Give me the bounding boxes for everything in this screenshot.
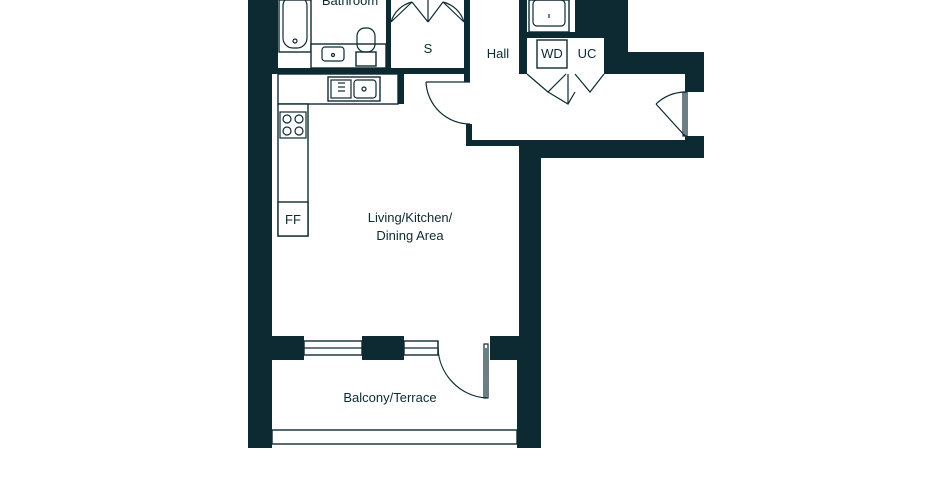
storage-doors <box>390 0 465 23</box>
bathtub <box>278 0 312 53</box>
wall-balcony-left <box>248 360 272 448</box>
wall-kitchen-stub <box>398 72 404 104</box>
wall-bathroom-left <box>248 0 278 74</box>
balcony-door <box>437 343 489 399</box>
wall-step-right <box>519 140 703 158</box>
toilet-cistern <box>355 51 377 67</box>
label-washer-dryer: WD <box>541 46 563 61</box>
kitchen-fixtures <box>277 73 399 237</box>
wall-storage-right <box>464 0 470 82</box>
wash-basin <box>321 46 345 62</box>
label-living-line2: Dining Area <box>376 228 444 243</box>
label-living-line1: Living/Kitchen/ <box>368 210 453 225</box>
wall-balcony-right-pier <box>490 336 540 360</box>
balcony-rail <box>271 429 518 445</box>
door-living <box>425 81 471 125</box>
utility-cupboard <box>526 39 605 105</box>
wall-utility-top <box>519 32 615 38</box>
walls <box>248 0 704 448</box>
label-utility-cupboard: UC <box>578 46 597 61</box>
label-balcony: Balcony/Terrace <box>343 390 436 405</box>
top-right-fixtures <box>528 0 570 33</box>
wall-hall-right-pier-low <box>685 136 704 158</box>
door-entrance <box>655 91 686 136</box>
room-labels: Bathroom S Hall WD UC FF Living/Kitchen/… <box>285 0 596 405</box>
hob <box>279 111 307 139</box>
fridge-freezer <box>277 201 309 237</box>
label-fridge-freezer: FF <box>285 212 301 227</box>
bathroom-fixtures <box>278 0 387 69</box>
wall-balcony-right <box>517 360 541 448</box>
wall-balcony-left-pier <box>248 336 304 360</box>
wall-bathroom-storage <box>386 0 391 72</box>
label-storage: S <box>424 41 433 56</box>
washer-dryer <box>536 39 568 69</box>
wall-bathroom-bottom <box>248 68 470 74</box>
label-hall: Hall <box>487 46 510 61</box>
wall-top-right-ledge <box>604 52 704 74</box>
wall-balcony-mid-pier <box>362 336 404 360</box>
wall-utility-right <box>604 32 610 74</box>
toilet-bowl <box>356 27 376 53</box>
wall-hall-left-stub <box>466 124 472 146</box>
label-bathroom: Bathroom <box>322 0 378 8</box>
hall-doors <box>425 81 688 137</box>
